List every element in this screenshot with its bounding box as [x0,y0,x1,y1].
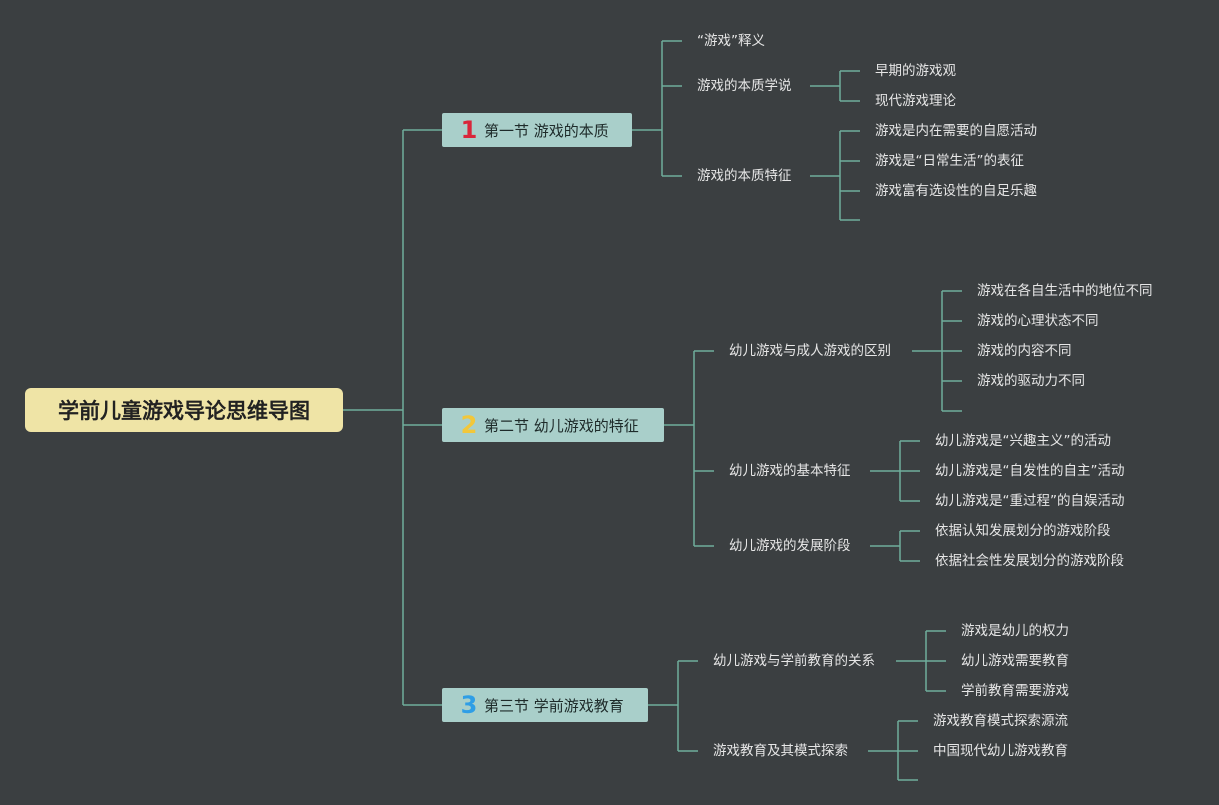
section-label-2: 第二节 幼儿游戏的特征 [484,416,639,435]
section-label-1: 第一节 游戏的本质 [484,121,609,140]
section-label-3: 第三节 学前游戏教育 [484,696,624,715]
leaf-3-2-2[interactable]: 中国现代幼儿游戏教育 [933,743,1068,759]
leaf-3-2-1[interactable]: 游戏教育模式探索源流 [933,713,1068,729]
leaf-3-1-1[interactable]: 游戏是幼儿的权力 [961,623,1069,639]
section-1[interactable]: 1 第一节 游戏的本质 [442,113,632,147]
topic-1-2[interactable]: 游戏的本质学说 [697,78,792,94]
section-number-3: 3 [460,691,478,719]
leaf-1-2-1[interactable]: 早期的游戏观 [875,63,956,79]
section-3[interactable]: 3 第三节 学前游戏教育 [442,688,648,722]
root-title: 学前儿童游戏导论思维导图 [58,399,310,423]
topic-2-1[interactable]: 幼儿游戏与成人游戏的区别 [729,343,891,359]
leaf-2-1-1[interactable]: 游戏在各自生活中的地位不同 [977,283,1153,299]
leaf-1-3-2[interactable]: 游戏是“日常生活”的表征 [875,153,1024,169]
leaf-2-2-1[interactable]: 幼儿游戏是“兴趣主义”的活动 [935,433,1111,449]
topic-3-1[interactable]: 幼儿游戏与学前教育的关系 [713,653,875,669]
leaf-2-1-3[interactable]: 游戏的内容不同 [977,343,1072,359]
leaf-2-2-3[interactable]: 幼儿游戏是“重过程”的自娱活动 [935,493,1125,509]
section-number-2: 2 [460,411,478,439]
leaf-1-3-3[interactable]: 游戏富有选设性的自足乐趣 [875,183,1037,199]
leaf-3-1-2[interactable]: 幼儿游戏需要教育 [961,653,1069,669]
leaf-2-1-4[interactable]: 游戏的驱动力不同 [977,373,1085,389]
leaf-3-1-3[interactable]: 学前教育需要游戏 [961,683,1069,699]
leaf-2-1-2[interactable]: 游戏的心理状态不同 [977,313,1099,329]
topic-2-2[interactable]: 幼儿游戏的基本特征 [729,463,851,479]
section-number-1: 1 [460,116,478,144]
topic-1-3[interactable]: 游戏的本质特征 [697,168,792,184]
leaf-1-2-2[interactable]: 现代游戏理论 [875,93,956,109]
topic-3-2[interactable]: 游戏教育及其模式探索 [713,743,848,759]
section-2[interactable]: 2 第二节 幼儿游戏的特征 [442,408,664,442]
topic-1-1[interactable]: “游戏”释义 [697,33,765,49]
topic-2-3[interactable]: 幼儿游戏的发展阶段 [729,538,851,554]
leaf-2-2-2[interactable]: 幼儿游戏是“自发性的自主”活动 [935,463,1125,479]
root-topic[interactable]: 学前儿童游戏导论思维导图 [25,388,343,432]
leaf-2-3-2[interactable]: 依据社会性发展划分的游戏阶段 [935,553,1124,569]
leaf-2-3-1[interactable]: 依据认知发展划分的游戏阶段 [935,523,1111,539]
leaf-1-3-1[interactable]: 游戏是内在需要的自愿活动 [875,123,1037,139]
